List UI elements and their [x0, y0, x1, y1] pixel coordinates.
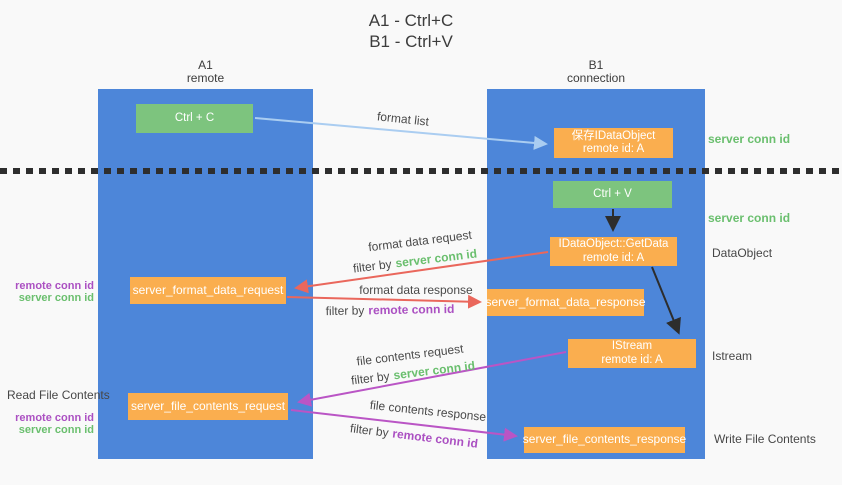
- lane-a1-subtitle: remote: [186, 71, 225, 85]
- remote-conn-id-text: remote conn id: [368, 301, 455, 318]
- diagram-title: A1 - Ctrl+C B1 - Ctrl+V: [0, 10, 822, 52]
- node-server-format-data-response-label: server_format_data_response: [485, 294, 646, 309]
- node-getdata-line2: remote id: A: [582, 251, 645, 264]
- edge-label-format-data-response: format data response: [359, 283, 472, 297]
- node-server-file-contents-response-label: server_file_contents_response: [522, 432, 687, 447]
- edge-label-file-contents-response-text: file contents response: [369, 397, 487, 425]
- edge-label-format-list: format list: [376, 109, 429, 128]
- node-server-file-contents-request-label: server_file_contents_request: [130, 398, 286, 413]
- annotation-server-conn-id-1: server conn id: [18, 292, 94, 304]
- edge-label-format-data-response-text: format data response: [359, 283, 473, 297]
- node-server-format-data-response: server_format_data_response: [485, 289, 646, 316]
- annotation-istream: Istream: [712, 349, 753, 363]
- node-istream: IStream remote id: A: [568, 339, 696, 368]
- edge-label-format-list-text: format list: [376, 109, 430, 129]
- node-istream-line1: IStream: [611, 340, 653, 352]
- annotation-write-file-contents: Write File Contents: [714, 432, 816, 446]
- node-istream-line2: remote id: A: [601, 353, 663, 366]
- node-idataobject-getdata: IDataObject::GetData remote id: A: [550, 237, 677, 266]
- lane-header-b1: B1 connection: [487, 59, 705, 85]
- annotation-remote-conn-id-2: remote conn id: [15, 412, 94, 424]
- filter-by-text: filter by: [350, 368, 391, 388]
- node-server-format-data-request-label: server_format_data_request: [132, 282, 284, 297]
- annotation-conn-ids-format: remote conn id server conn id: [10, 281, 94, 305]
- node-ctrl-v: Ctrl + V: [553, 181, 672, 208]
- node-save-idataobject-line2: remote id: A: [582, 143, 645, 155]
- annotation-server-conn-id-top: server conn id: [708, 132, 791, 146]
- diagram-title-line2: B1 - Ctrl+V: [369, 32, 453, 51]
- lane-b1-subtitle: connection: [566, 71, 626, 85]
- lane-a1-name: A1: [198, 58, 213, 72]
- filter-by-text: filter by: [325, 303, 365, 319]
- filter-by-text: filter by: [352, 256, 393, 276]
- lane-b1-name: B1: [588, 58, 604, 72]
- annotation-dataobject: DataObject: [712, 246, 773, 260]
- annotation-conn-ids-file: remote conn id server conn id: [10, 413, 94, 437]
- node-save-idataobject: 保存IDataObject remote id: A: [554, 128, 673, 158]
- annotation-server-conn-id-2: server conn id: [18, 424, 94, 436]
- node-server-format-data-request: server_format_data_request: [130, 277, 286, 304]
- node-getdata-line1: IDataObject::GetData: [558, 238, 669, 250]
- lane-header-a1: A1 remote: [98, 59, 313, 85]
- diagram-title-line1: A1 - Ctrl+C: [368, 11, 454, 30]
- node-ctrl-v-label: Ctrl + V: [593, 187, 632, 200]
- remote-conn-id-text: remote conn id: [391, 426, 479, 451]
- filter-by-text: filter by: [349, 421, 390, 440]
- node-server-file-contents-request: server_file_contents_request: [128, 393, 288, 420]
- server-conn-id-text: server conn id: [394, 246, 478, 271]
- node-server-file-contents-response: server_file_contents_response: [522, 427, 687, 453]
- annotation-read-file-contents: Read File Contents: [7, 388, 110, 402]
- node-ctrl-c: Ctrl + C: [136, 104, 253, 133]
- dotted-separator-line: [0, 168, 842, 174]
- edge-label-file-contents-response: file contents response: [369, 398, 487, 424]
- annotation-remote-conn-id-1: remote conn id: [15, 280, 94, 292]
- node-ctrl-c-label: Ctrl + C: [174, 111, 215, 124]
- annotation-server-conn-id-mid: server conn id: [708, 211, 791, 225]
- node-save-idataobject-line1: 保存IDataObject: [571, 129, 656, 142]
